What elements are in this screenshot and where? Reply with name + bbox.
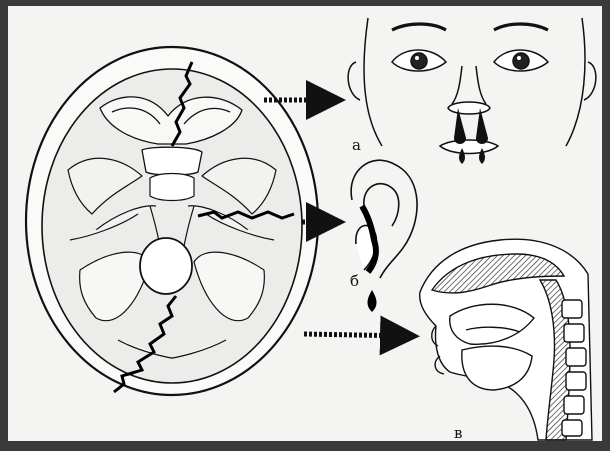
foramen-magnum [140, 238, 192, 294]
nostrils [448, 102, 490, 114]
label-b: б [350, 272, 359, 290]
label-v: в [454, 424, 462, 442]
mouth [440, 140, 498, 154]
label-a: а [352, 136, 361, 154]
